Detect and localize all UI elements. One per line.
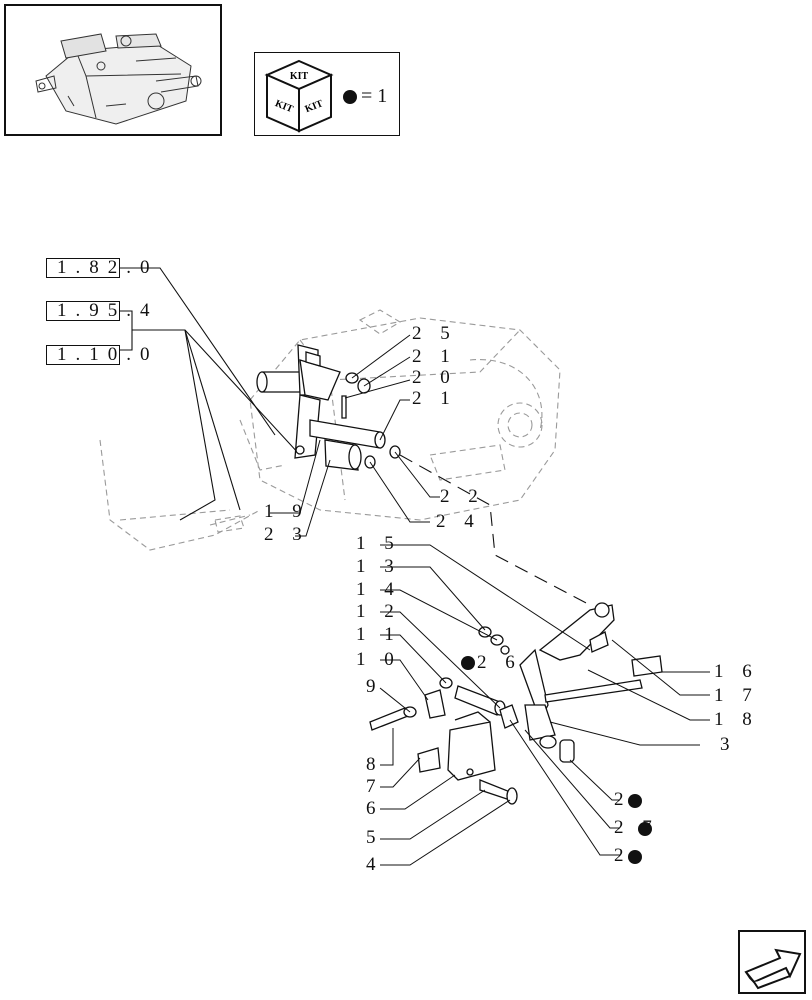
kit-equals-label: = 1 <box>361 85 388 107</box>
next-page-button[interactable] <box>738 930 806 994</box>
part-label-9: 9 <box>366 676 383 697</box>
kit-legend-box: KIT KIT KIT = 1 <box>254 52 400 136</box>
kit-dot-icon-2-lower <box>628 850 642 864</box>
lower-leaders <box>379 544 710 866</box>
tractor-thumbnail <box>35 33 202 125</box>
part-label-6: 6 <box>366 798 383 819</box>
ref-box-1-95-4[interactable]: 1.95.4 <box>46 301 150 321</box>
part-label-2-upper: 2 <box>614 789 631 810</box>
part-label-24: 2 4 <box>436 511 481 532</box>
part-label-11: 1 1 <box>356 624 401 645</box>
part-label-5: 5 <box>366 827 383 848</box>
upper-lift-assembly <box>256 344 401 471</box>
part-label-16: 1 6 <box>714 661 759 682</box>
lower-control-assembly <box>369 602 663 805</box>
part-label-17: 1 7 <box>714 685 759 706</box>
part-label-13: 1 3 <box>356 556 401 577</box>
assembly-thumbnail-frame <box>4 4 222 136</box>
part-label-19: 1 9 <box>264 501 309 522</box>
next-page-arrow-icon <box>744 948 802 990</box>
ref-code: 1.82.0 <box>57 257 159 278</box>
part-label-10: 1 0 <box>356 649 401 670</box>
part-label-15: 1 5 <box>356 533 401 554</box>
part-label-27: 2 7 <box>614 817 659 838</box>
part-label-20: 2 0 <box>412 367 457 388</box>
ref-code: 1.95.4 <box>57 300 159 321</box>
part-label-18: 1 8 <box>714 709 759 730</box>
part-label-25: 2 5 <box>412 323 457 344</box>
kit-cube-icon: KIT KIT KIT <box>264 59 334 133</box>
part-label-22: 2 2 <box>440 486 485 507</box>
kit-dot-icon-27 <box>638 822 652 836</box>
part-label-23: 2 3 <box>264 524 309 545</box>
kit-top-label: KIT <box>290 71 309 82</box>
upper-leaders <box>270 334 440 537</box>
ref-box-1-82-0[interactable]: 1.82.0 <box>46 258 150 278</box>
part-label-7: 7 <box>366 776 383 797</box>
part-label-26: 2 6 <box>477 652 522 673</box>
part-label-12: 1 2 <box>356 601 401 622</box>
kit-dot-icon-2-upper <box>628 794 642 808</box>
kit-dot-icon-26 <box>461 656 475 670</box>
connection-dashed-line <box>399 454 591 606</box>
part-label-3: 3 <box>720 734 737 755</box>
part-label-21-upper: 2 1 <box>412 346 457 367</box>
part-label-4: 4 <box>366 854 383 875</box>
part-label-21-lower: 2 1 <box>412 388 457 409</box>
kit-dot-icon <box>343 90 357 104</box>
part-label-14: 1 4 <box>356 579 401 600</box>
part-label-2-lower: 2 <box>614 845 631 866</box>
ref-leaders <box>120 267 301 521</box>
part-label-8: 8 <box>366 754 383 775</box>
